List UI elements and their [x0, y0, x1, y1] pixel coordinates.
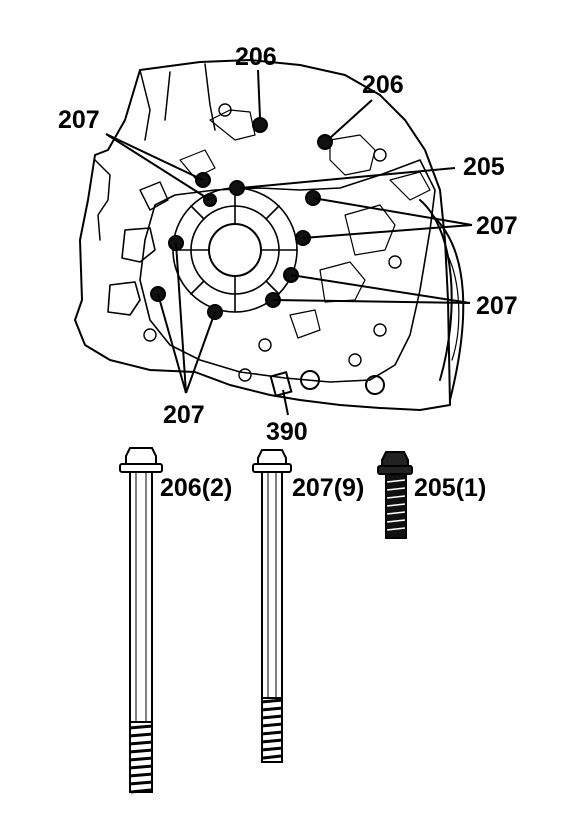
sensor-390-part	[269, 371, 293, 397]
label-206-top: 206	[235, 43, 277, 71]
fastener-label-206: 206(2)	[160, 474, 232, 502]
label-205-right: 205	[463, 153, 505, 181]
leader-lines	[105, 69, 473, 416]
label-390-bottom: 390	[266, 418, 308, 446]
bolt-205-illustration	[377, 451, 413, 539]
bolt-207-thread	[260, 698, 284, 760]
label-207-upper-left: 207	[58, 106, 100, 134]
label-207-bottom: 207	[163, 401, 205, 429]
bolt-205-thread	[386, 479, 406, 531]
label-206-right: 206	[362, 71, 404, 99]
transmission-case-drawing	[74, 59, 465, 411]
bolt-206-illustration	[119, 447, 163, 794]
bolt-206-thread	[128, 724, 154, 794]
bolt-207-illustration	[252, 449, 292, 763]
label-207-right-lower: 207	[476, 292, 518, 320]
fastener-label-205: 205(1)	[414, 474, 486, 502]
fastener-label-207: 207(9)	[292, 474, 364, 502]
label-207-right-upper: 207	[476, 212, 518, 240]
callout-labels: 206 206 207 205 207 207 207 390	[58, 43, 518, 446]
bolt-head-206-right	[317, 134, 333, 150]
bolt-head-206-top	[252, 117, 268, 133]
bolt-heads	[150, 117, 333, 320]
